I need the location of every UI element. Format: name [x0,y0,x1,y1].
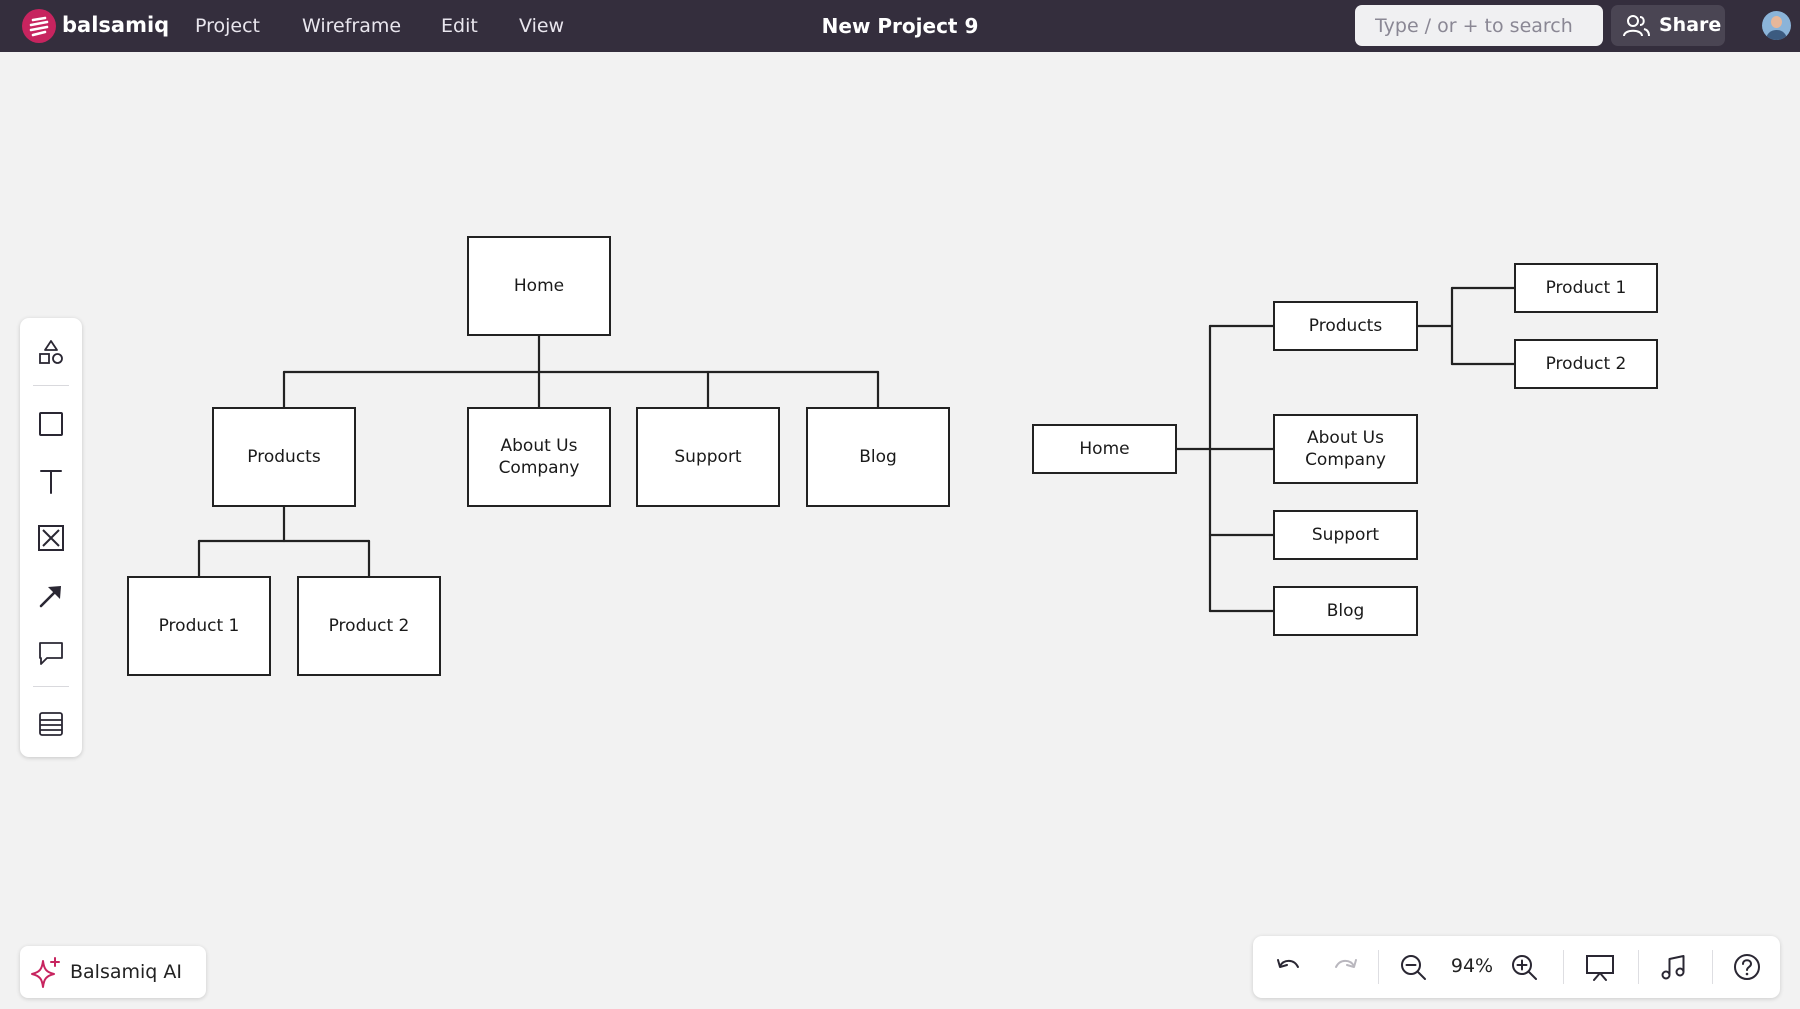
comment-icon [39,642,63,665]
node-product-1[interactable]: Product 1 [127,576,271,676]
bottom-controls: 94% [1253,936,1780,998]
node-products-h[interactable]: Products [1273,301,1418,351]
undo-button[interactable] [1266,945,1310,989]
node-product-2[interactable]: Product 2 [297,576,441,676]
music-button[interactable] [1651,945,1695,989]
node-product-1-h[interactable]: Product 1 [1514,263,1658,313]
menu-wireframe[interactable]: Wireframe [302,15,402,37]
node-product-2-h[interactable]: Product 2 [1514,339,1658,389]
presentation-button[interactable] [1577,945,1621,989]
zoom-in-icon [1512,955,1537,980]
connector-lines [197,286,1518,613]
image-placeholder-icon [38,525,64,551]
ai-label: Balsamiq AI [70,961,182,983]
music-note-icon [1661,955,1685,980]
avatar[interactable] [1762,11,1791,40]
text-icon [40,470,62,494]
balsamiq-logo-icon[interactable] [22,9,56,43]
node-about-us-h[interactable]: About Us Company [1273,414,1418,484]
zoom-level[interactable]: 94% [1450,955,1494,977]
zoom-out-icon [1401,955,1426,980]
share-label: Share [1659,14,1722,36]
rectangle-icon [39,412,63,436]
image-placeholder-tool[interactable] [20,516,82,560]
balsamiq-ai-button[interactable]: Balsamiq AI [20,946,206,998]
text-tool[interactable] [20,459,82,503]
menu-edit[interactable]: Edit [441,15,478,37]
wireframe-canvas[interactable]: Home Products About Us Company Support B… [0,52,1800,1009]
top-bar: balsamiq Project Wireframe Edit View New… [0,0,1800,52]
arrow-icon [39,586,61,608]
node-support-h[interactable]: Support [1273,510,1418,560]
node-about-us[interactable]: About Us Company [467,407,611,507]
project-title[interactable]: New Project 9 [821,14,979,38]
list-icon [39,712,63,736]
sparkle-icon [31,957,60,988]
undo-icon [1277,959,1299,968]
node-support[interactable]: Support [636,407,780,507]
left-toolbar [20,318,82,757]
node-blog-h[interactable]: Blog [1273,586,1418,636]
shapes-tool[interactable] [20,330,82,374]
rectangle-tool[interactable] [20,402,82,446]
redo-button[interactable] [1324,945,1368,989]
help-icon [1734,954,1760,980]
search-input[interactable] [1355,5,1603,46]
help-button[interactable] [1725,945,1769,989]
share-button[interactable]: Share [1611,5,1725,46]
node-home-h[interactable]: Home [1032,424,1177,474]
users-icon [1623,15,1650,37]
redo-icon [1335,959,1357,968]
brand-name: balsamiq [62,13,170,37]
shapes-icon [39,340,63,364]
menu-project[interactable]: Project [195,15,261,37]
node-home[interactable]: Home [467,236,611,336]
node-products[interactable]: Products [212,407,356,507]
zoom-in-button[interactable] [1502,945,1546,989]
node-blog[interactable]: Blog [806,407,950,507]
zoom-out-button[interactable] [1391,945,1435,989]
comment-tool[interactable] [20,631,82,675]
menu-view[interactable]: View [519,15,565,37]
list-tool[interactable] [20,702,82,746]
arrow-tool[interactable] [20,574,82,618]
presentation-icon [1586,955,1614,981]
